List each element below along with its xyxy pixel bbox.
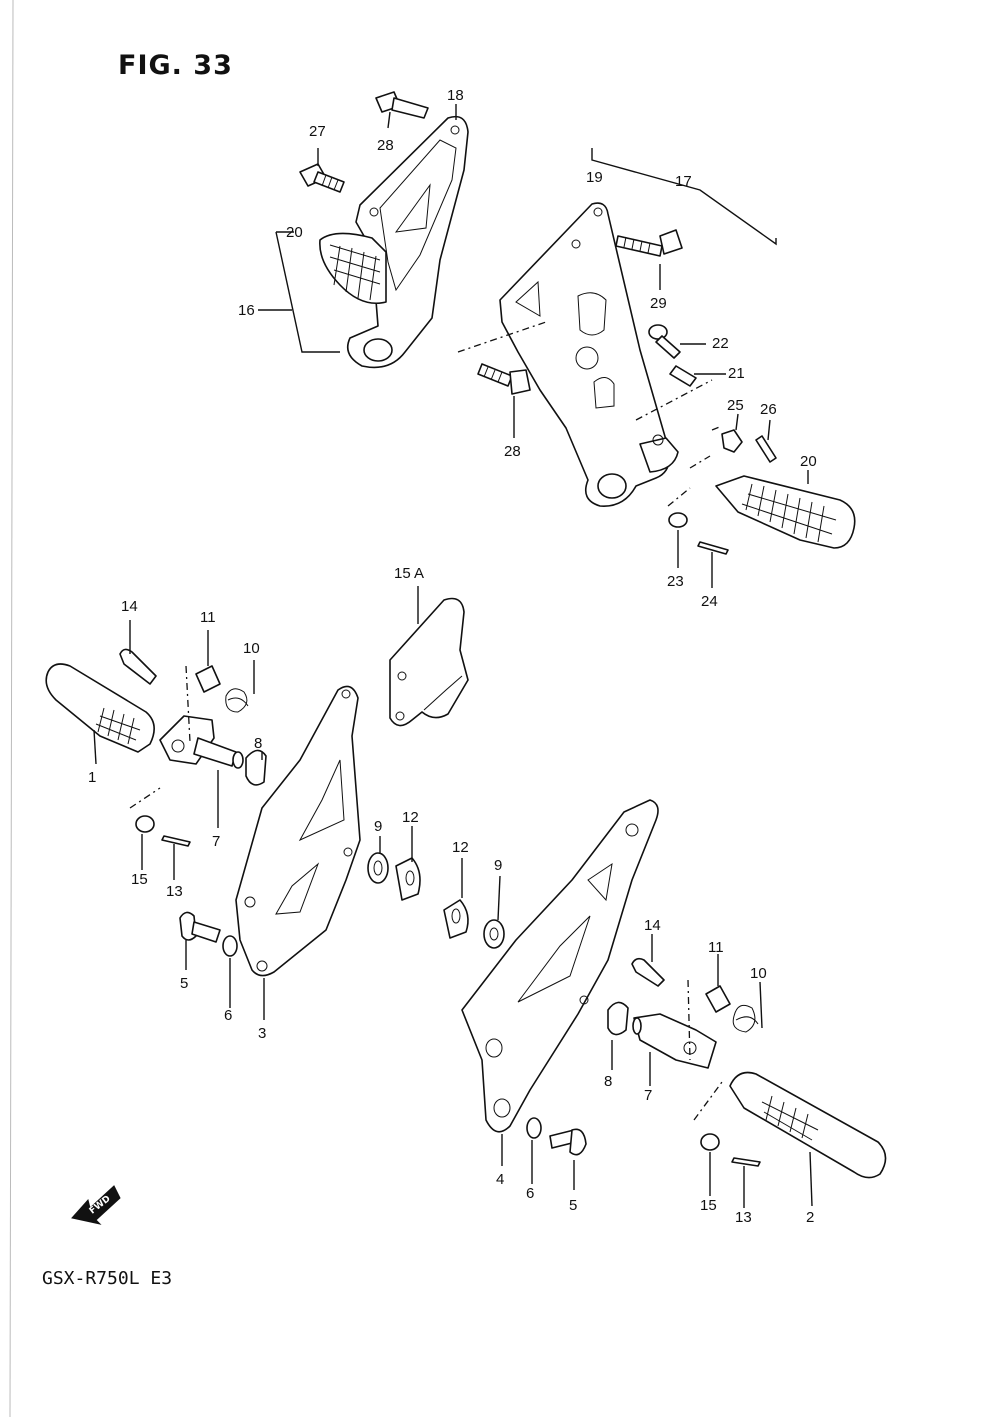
callout-3: 3 — [258, 1025, 266, 1042]
callout-10-left: 10 — [243, 640, 260, 657]
callout-9-right: 9 — [494, 857, 502, 874]
callout-13-right: 13 — [735, 1209, 752, 1226]
forward-arrow-icon: FWD — [71, 1185, 121, 1225]
page-edge — [9, 0, 14, 1417]
callout-16: 16 — [238, 302, 255, 319]
front-bracket-right — [461, 799, 659, 1190]
rear-bracket-right — [457, 148, 856, 588]
callout-24: 24 — [701, 593, 718, 610]
callout-19: 19 — [586, 169, 603, 186]
callout-23: 23 — [667, 573, 684, 590]
callout-12-left: 12 — [402, 809, 419, 826]
callout-18: 18 — [447, 87, 464, 104]
callout-29: 29 — [650, 295, 667, 312]
callout-4: 4 — [496, 1171, 504, 1188]
front-bracket-left — [179, 685, 361, 1020]
callout-2: 2 — [806, 1209, 814, 1226]
callout-5-right: 5 — [569, 1197, 577, 1214]
callout-7-right: 7 — [644, 1087, 652, 1104]
callout-15a: 15 A — [394, 565, 424, 582]
callout-14-left: 14 — [121, 598, 138, 615]
callout-27: 27 — [309, 123, 326, 140]
callout-11-right: 11 — [708, 939, 724, 956]
callout-20-right: 20 — [800, 453, 817, 470]
callout-28-top: 28 — [377, 137, 394, 154]
callout-15-left: 15 — [131, 871, 148, 888]
callout-17: 17 — [675, 173, 692, 190]
front-footrest-right — [607, 934, 887, 1208]
callout-25: 25 — [727, 397, 744, 414]
callout-14-right: 14 — [644, 917, 661, 934]
callout-15-right: 15 — [700, 1197, 717, 1214]
figure-title: FIG. 33 — [118, 50, 233, 81]
callout-10-right: 10 — [750, 965, 767, 982]
front-footrest-left — [45, 620, 267, 880]
callout-6-left: 6 — [224, 1007, 232, 1024]
callout-12-right: 12 — [452, 839, 469, 856]
callout-21: 21 — [728, 365, 745, 382]
callout-6-right: 6 — [526, 1185, 534, 1202]
rear-bracket-left — [258, 91, 469, 369]
heel-guard-15a — [389, 586, 469, 727]
model-code: GSX-R750L E3 — [42, 1268, 173, 1289]
callout-5-left: 5 — [180, 975, 188, 992]
callout-11-left: 11 — [200, 609, 216, 626]
callout-9-left: 9 — [374, 818, 382, 835]
callout-20-left: 20 — [286, 224, 303, 241]
callout-8-left: 8 — [254, 735, 262, 752]
callout-22: 22 — [712, 335, 729, 352]
callout-1: 1 — [88, 769, 96, 786]
callout-28-lower: 28 — [504, 443, 521, 460]
callout-labels: 18 27 28 20 16 19 17 29 22 21 25 26 28 2… — [88, 87, 817, 1226]
collars-spacers — [367, 826, 505, 949]
callout-13-left: 13 — [166, 883, 183, 900]
callout-7-left: 7 — [212, 833, 220, 850]
callout-26: 26 — [760, 401, 777, 418]
callout-8-right: 8 — [604, 1073, 612, 1090]
